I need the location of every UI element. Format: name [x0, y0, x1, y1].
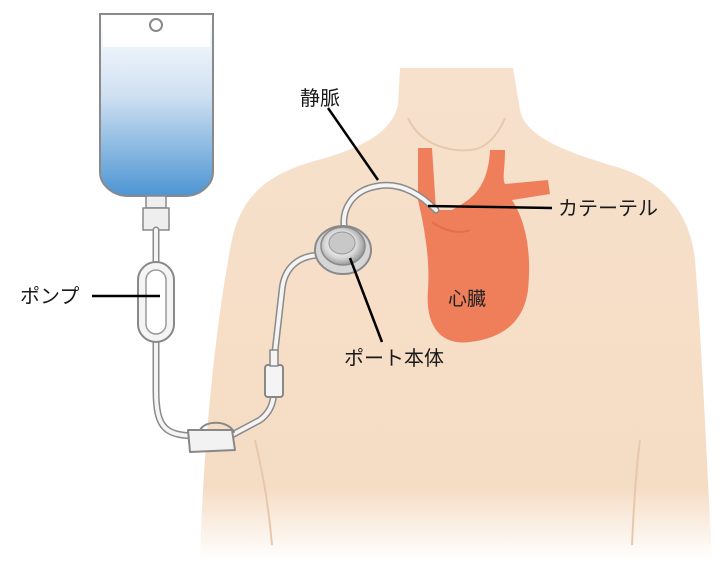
heart-illustration	[418, 148, 550, 343]
iv-tubing	[137, 226, 340, 453]
label-catheter: カテーテル	[558, 196, 658, 220]
label-vein: 静脈	[300, 86, 340, 110]
tube-connector	[187, 429, 236, 453]
leader-line-vein	[326, 107, 380, 181]
leader-lines	[92, 107, 553, 343]
label-port-body: ポート本体	[344, 346, 444, 370]
catheter-line	[340, 181, 440, 236]
needle-hub	[264, 364, 284, 398]
label-pump: ポンプ	[20, 284, 80, 308]
iv-bag	[99, 13, 214, 231]
leader-line-port	[348, 257, 384, 343]
leader-line-catheter	[427, 204, 553, 210]
bag-hanger-hole	[149, 18, 163, 32]
port-device	[314, 225, 372, 275]
label-heart: 心臓	[448, 288, 487, 310]
